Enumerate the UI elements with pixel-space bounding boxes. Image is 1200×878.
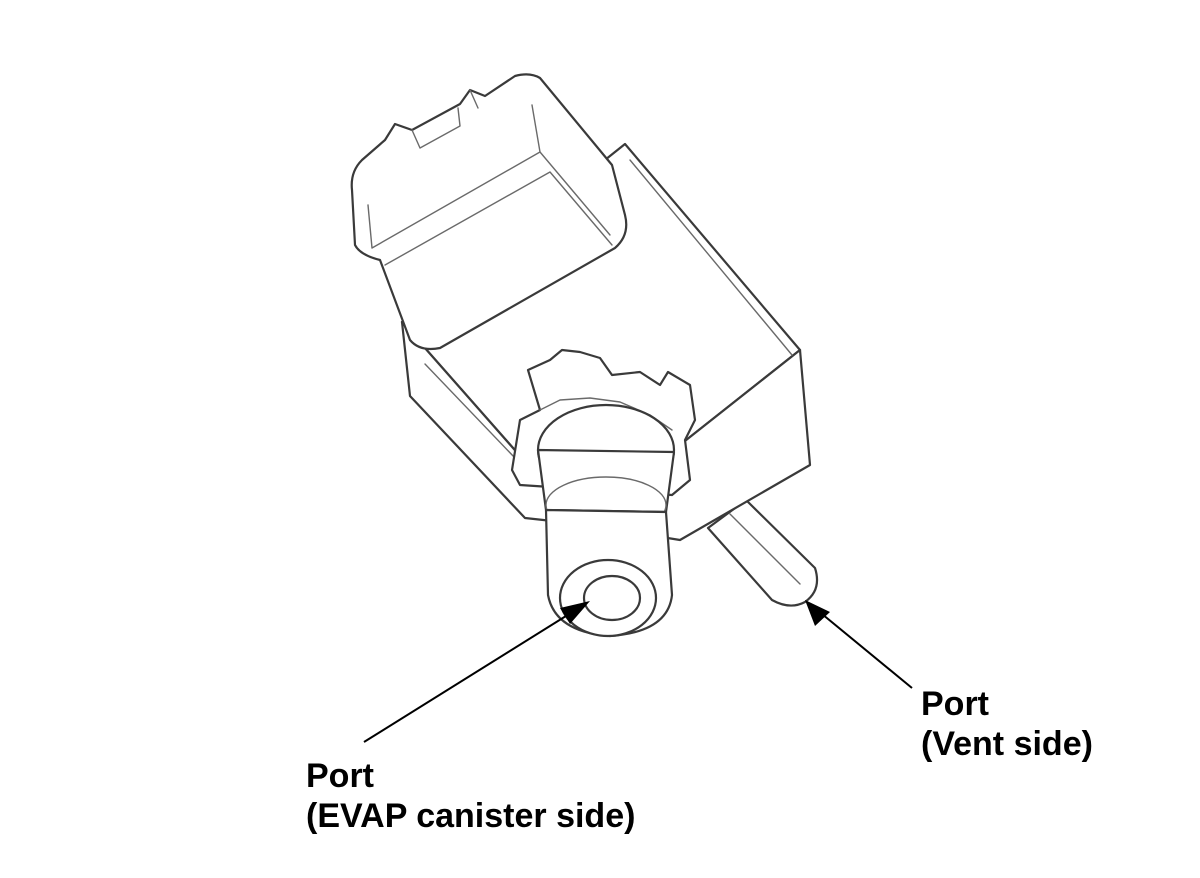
vent-port-leader-arrow (805, 600, 913, 689)
vent-port-pipe (706, 498, 819, 607)
evap-port-label: Port (EVAP canister side) (306, 756, 635, 836)
evap-port-opening (582, 574, 642, 622)
evap-port-label-line2: (EVAP canister side) (306, 797, 636, 835)
vent-port-label-line1: Port (921, 685, 989, 723)
vent-port-label-line2: (Vent side) (921, 725, 1093, 763)
evap-port-nozzle (536, 403, 676, 638)
evap-port-label-line1: Port (306, 757, 374, 795)
evap-port-leader-arrow (363, 601, 590, 743)
electrical-connector (350, 73, 628, 351)
vent-port-label: Port (Vent side) (921, 684, 1093, 764)
